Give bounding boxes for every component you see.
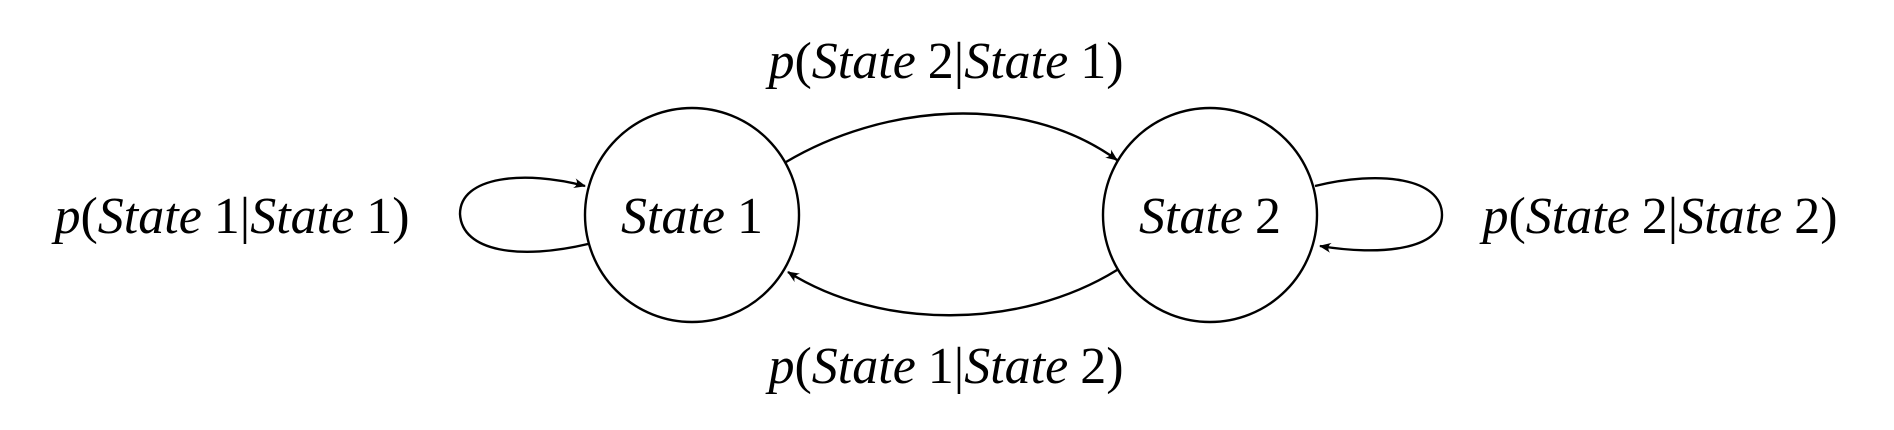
- edge-state2-to-state1: [787, 268, 1118, 317]
- edge-state2-to-state2: [1314, 176, 1444, 253]
- edge-state1-to-state2: [785, 112, 1118, 164]
- edge-state1-to-state1: [458, 176, 589, 253]
